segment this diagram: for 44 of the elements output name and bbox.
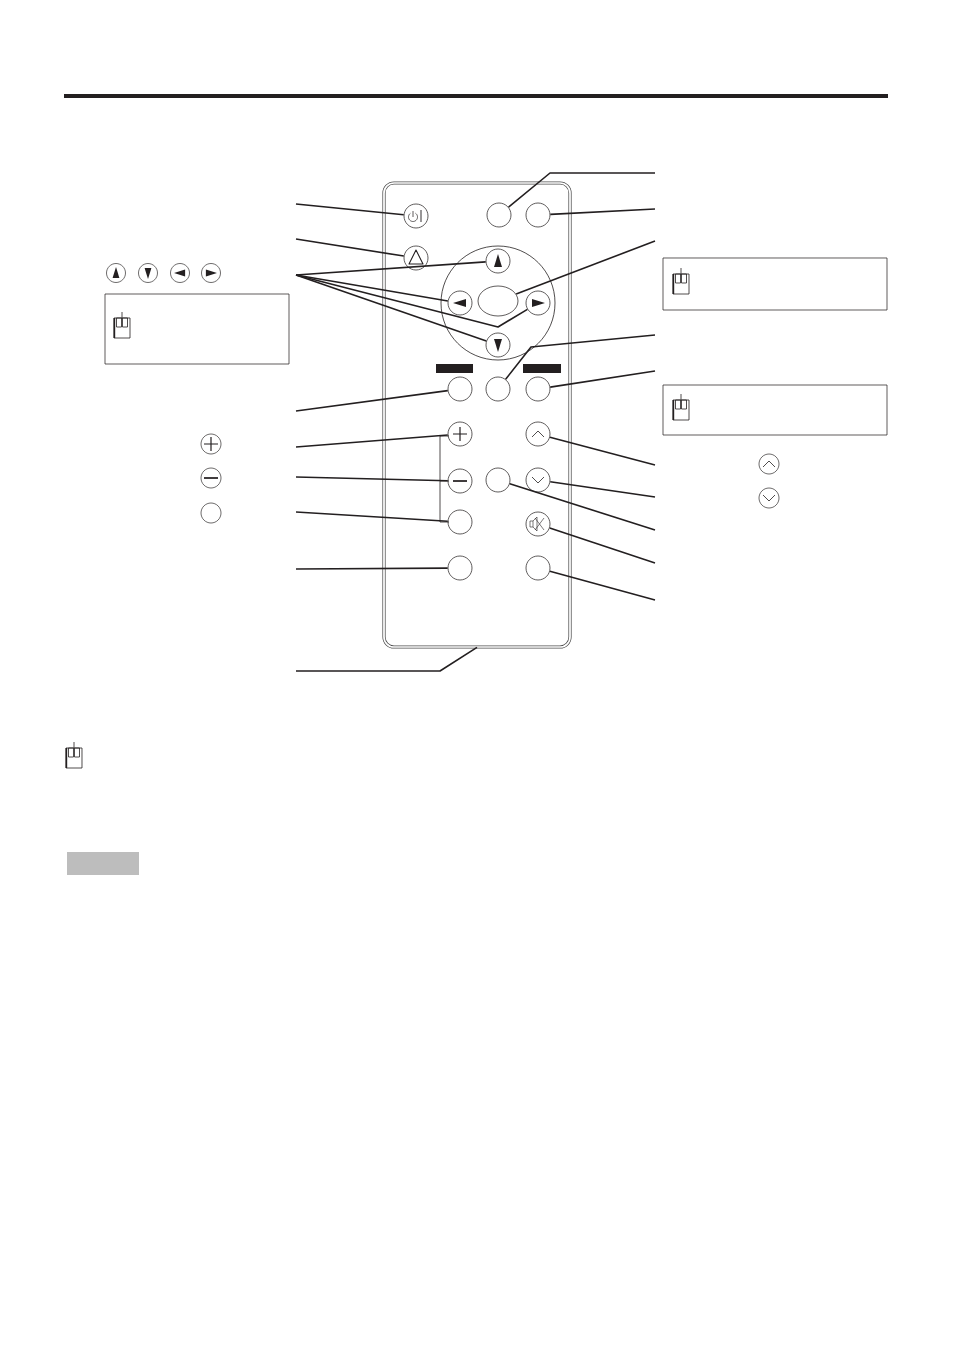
leader-line <box>295 389 449 412</box>
leader-line <box>295 511 449 523</box>
round-button <box>447 555 473 581</box>
round-button <box>485 376 511 402</box>
round-button <box>447 376 473 402</box>
leader-line <box>295 476 449 482</box>
round-button <box>447 468 473 494</box>
leader-line <box>549 370 656 388</box>
round-button <box>525 421 551 447</box>
round-button <box>485 248 511 274</box>
leader-line <box>295 567 449 570</box>
oval-button <box>477 285 519 317</box>
round-button <box>525 376 551 402</box>
leader-line <box>295 646 478 672</box>
leader-line <box>549 436 656 466</box>
round-button <box>485 467 511 493</box>
leader-line <box>295 203 405 216</box>
round-button <box>525 290 551 316</box>
round-button <box>447 509 473 535</box>
leader-line <box>507 172 656 208</box>
round-button <box>403 245 429 271</box>
leader-line <box>295 274 449 302</box>
leader-line <box>549 480 656 498</box>
round-button <box>485 332 511 358</box>
leader-line <box>295 261 487 276</box>
leader-line <box>295 238 405 257</box>
leader-line <box>548 527 656 564</box>
note-box <box>104 293 290 365</box>
note-box <box>662 384 888 436</box>
leader-line <box>295 274 488 342</box>
note-box <box>662 257 888 311</box>
round-button <box>486 202 512 228</box>
round-button <box>447 421 473 447</box>
round-button <box>447 290 473 316</box>
leader-line <box>509 482 656 531</box>
round-button <box>403 203 429 229</box>
leader-line <box>549 208 656 216</box>
round-button <box>525 467 551 493</box>
round-button <box>525 202 551 228</box>
leader-line <box>549 570 656 601</box>
round-button <box>525 511 551 537</box>
leader-line <box>515 240 656 295</box>
round-button <box>525 555 551 581</box>
leader-line <box>295 434 449 448</box>
